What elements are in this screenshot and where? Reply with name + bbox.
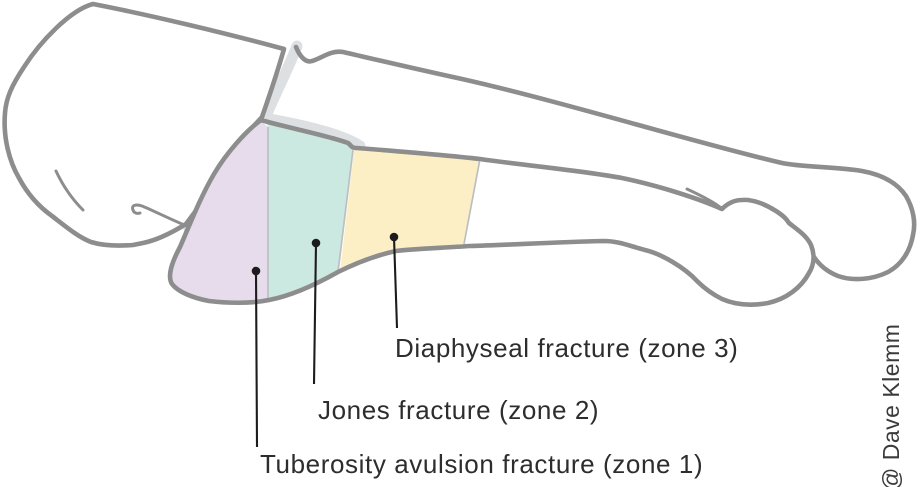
zone2-zone3-divider — [337, 149, 354, 273]
cartilage-base-top-band — [252, 111, 366, 152]
zone3-region — [340, 147, 480, 271]
zone1-marker-dot — [251, 266, 261, 276]
zone1-region — [169, 121, 268, 303]
zone2-label: Jones fracture (zone 2) — [318, 395, 600, 425]
zone2-region — [264, 121, 353, 299]
fifth-metatarsal-bone — [167, 117, 816, 307]
zone3-marker-dot — [389, 232, 399, 242]
fourth-metatarsal-bone — [293, 44, 917, 282]
leader-lines — [251, 232, 399, 448]
zone3-right-divider — [463, 158, 481, 245]
metatarsal-neck-crease — [685, 187, 723, 210]
cuboid-fold-line — [54, 169, 85, 212]
zone1-leader-line — [254, 270, 259, 448]
zone1-label: Tuberosity avulsion fracture (zone 1) — [260, 449, 704, 479]
zone3-leader-line — [392, 236, 399, 329]
credit-text: @ Dave Klemm — [878, 323, 904, 487]
fracture-zones — [169, 121, 481, 303]
zone3-label: Diaphyseal fracture (zone 3) — [395, 333, 739, 363]
zone2-marker-dot — [311, 238, 321, 248]
cuboid-hook-line — [131, 203, 191, 229]
zone2-leader-line — [312, 242, 318, 385]
